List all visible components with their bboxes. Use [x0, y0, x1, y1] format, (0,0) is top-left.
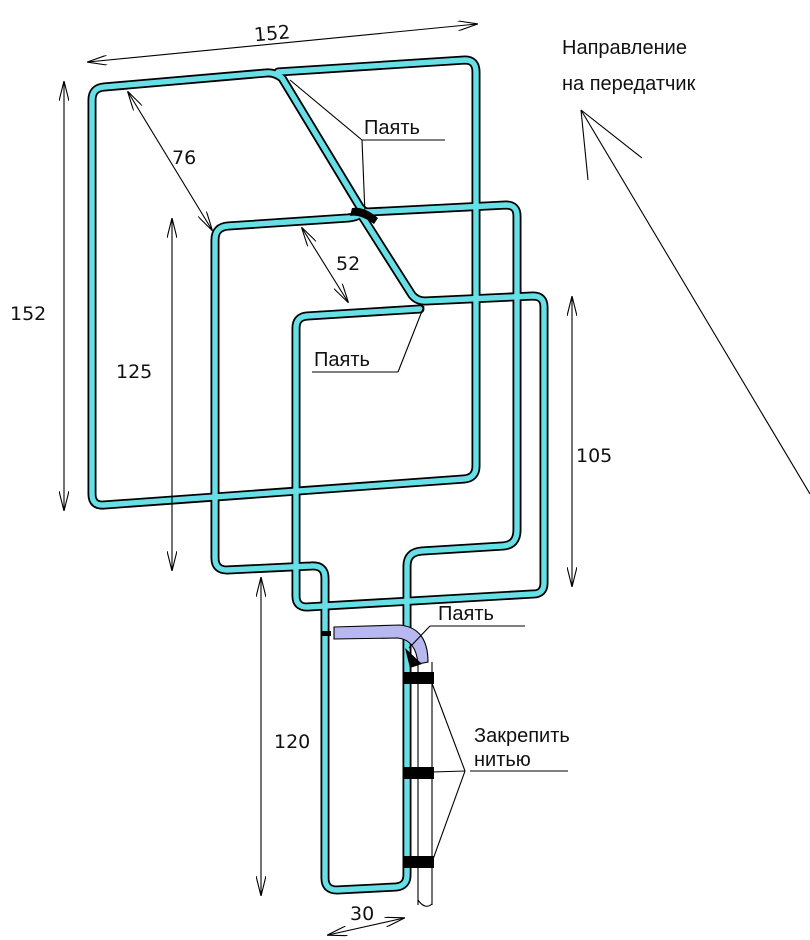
coax-cable	[333, 624, 434, 907]
callout-fasten-line1: Закрепить	[474, 725, 570, 747]
dim-top-width: 152	[253, 21, 291, 46]
direction-note-line2: на передатчик	[562, 73, 696, 95]
dimension-lines	[64, 24, 572, 935]
dim-right-height: 105	[576, 445, 612, 467]
solder-point-feed	[321, 631, 331, 636]
feed-loop-fill	[322, 617, 410, 893]
dim-feed-width: 30	[350, 903, 374, 925]
dim-inner-height: 125	[116, 361, 152, 383]
feed-loop	[320, 615, 412, 895]
dim-diagonal-inner: 52	[336, 253, 360, 275]
dim-feed-length: 120	[274, 731, 310, 753]
callout-solder-top: Паять	[364, 117, 420, 139]
dim-diagonal-outer: 76	[172, 147, 196, 169]
thread-wrap-2	[404, 767, 434, 779]
solder-point-top	[350, 207, 378, 224]
thread-wrap-1	[404, 672, 434, 684]
inner-loop-fill	[293, 210, 547, 610]
direction-note-line1: Направление	[562, 37, 687, 59]
coax-solder-joint	[405, 648, 422, 668]
middle-loop-fill	[212, 202, 520, 623]
callout-solder-middle: Паять	[314, 349, 370, 371]
callout-solder-feed: Паять	[438, 603, 494, 625]
callout-fasten-line2: нитью	[474, 749, 531, 771]
coax-end	[417, 899, 433, 907]
direction-arrow	[580, 109, 810, 495]
outer-loop-fill	[89, 57, 479, 508]
callout-leaders	[289, 79, 568, 863]
solder-points	[321, 207, 378, 636]
dim-left-height: 152	[10, 303, 46, 325]
antenna-wire	[87, 55, 549, 895]
thread-wrap-3	[404, 856, 434, 868]
